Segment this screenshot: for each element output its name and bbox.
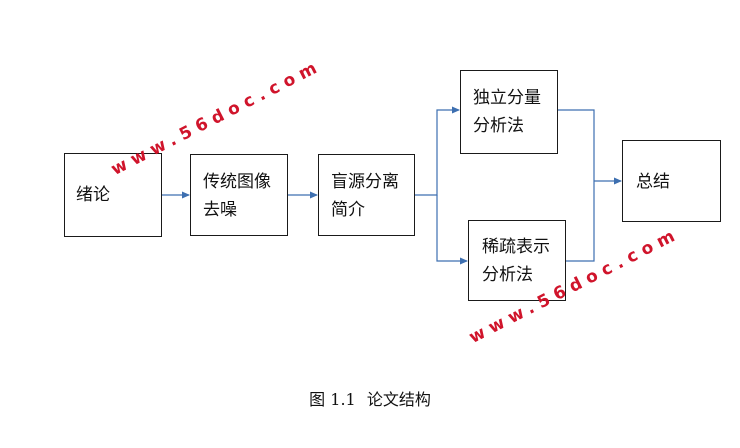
node-blind-source-separation: 盲源分离 简介 bbox=[318, 154, 415, 236]
node-sparse-representation: 稀疏表示 分析法 bbox=[468, 220, 566, 301]
node-summary: 总结 bbox=[622, 140, 721, 222]
node-ica-line-2: 分析法 bbox=[473, 116, 524, 136]
node-ica-line-1: 独立分量 bbox=[473, 88, 541, 108]
node-independent-component-analysis: 独立分量 分析法 bbox=[460, 70, 558, 154]
node-denoising-line-1: 传统图像 bbox=[203, 172, 271, 192]
node-sparse-line-2: 分析法 bbox=[482, 265, 533, 285]
node-bss-line-2: 简介 bbox=[331, 200, 365, 220]
edge-bss-to-sparse bbox=[436, 195, 468, 265]
figure-caption-title: 论文结构 bbox=[366, 390, 431, 409]
node-sparse-line-1: 稀疏表示 bbox=[482, 237, 550, 257]
figure-caption: 图 1.1 论文结构 bbox=[0, 386, 740, 410]
node-intro: 绪论 bbox=[64, 153, 162, 237]
node-summary-line-1: 总结 bbox=[636, 172, 670, 192]
node-traditional-denoising: 传统图像 去噪 bbox=[190, 154, 288, 236]
node-denoising-line-2: 去噪 bbox=[203, 200, 237, 220]
node-bss-line-1: 盲源分离 bbox=[331, 172, 399, 192]
edge-sparse-to-summary bbox=[566, 181, 595, 262]
node-intro-line-1: 绪论 bbox=[76, 185, 110, 205]
edge-ica-to-summary bbox=[558, 109, 595, 181]
figure-caption-label: 图 1.1 bbox=[309, 390, 356, 409]
edge-bss-to-ica bbox=[415, 106, 460, 196]
